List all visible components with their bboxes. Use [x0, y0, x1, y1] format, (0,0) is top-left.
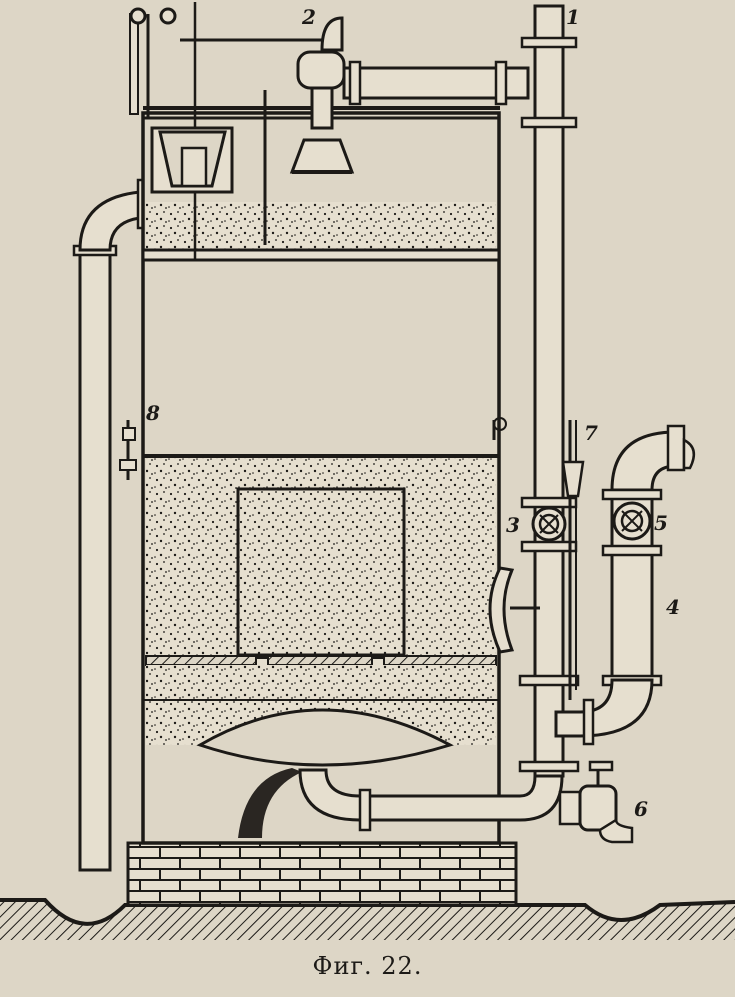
- main-vertical-pipe: [518, 4, 580, 778]
- label-4: 4: [666, 595, 680, 619]
- pipe-4: [554, 424, 696, 746]
- filter-tank: [141, 111, 501, 845]
- inlet-distributor: [150, 126, 234, 194]
- label-5: 5: [654, 511, 668, 535]
- label-3: 3: [506, 513, 520, 537]
- label-8: 8: [145, 401, 160, 425]
- label-1: 1: [566, 5, 580, 29]
- inner-chamber: [236, 487, 406, 657]
- label-6: 6: [634, 797, 648, 821]
- top-valve-assembly: [289, 16, 355, 174]
- valve-3: [531, 506, 567, 542]
- left-downpipe: [72, 178, 150, 872]
- manhole-cover: [488, 417, 540, 654]
- sediment-outlet: [238, 768, 302, 838]
- label-7: 7: [584, 421, 598, 445]
- brick-foundation: [126, 841, 518, 907]
- top-horizontal-pipe: [342, 60, 530, 106]
- level-gauge-8: [119, 420, 137, 480]
- bottom-pipe: [298, 760, 634, 844]
- figure-caption: Фиг. 22.: [312, 952, 423, 980]
- label-2: 2: [301, 5, 316, 29]
- sampling-tube-7: [561, 420, 585, 700]
- bottom-dome: [196, 708, 454, 767]
- upper-sand-layer: [146, 202, 496, 250]
- ground: [0, 898, 735, 940]
- grate: [145, 655, 497, 666]
